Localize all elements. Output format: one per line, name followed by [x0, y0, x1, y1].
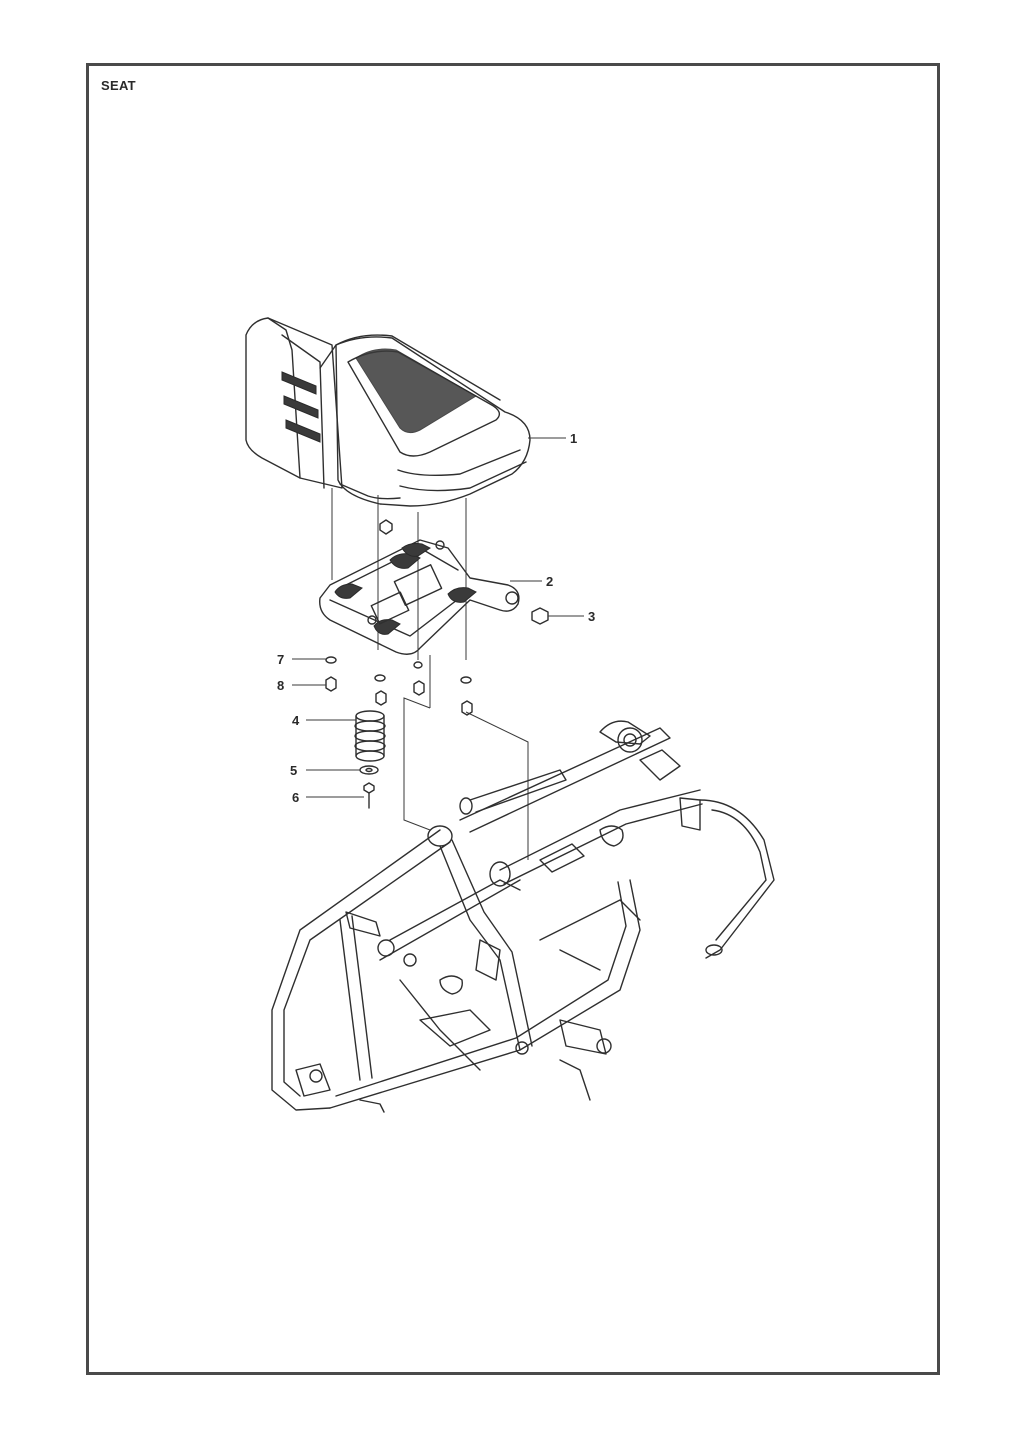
callout-numbers: 1 2 3 4 5 6 7 8	[277, 431, 595, 805]
seat-bracket-part	[319, 539, 520, 655]
page-title: SEAT	[101, 78, 136, 93]
callout-8: 8	[277, 678, 284, 693]
drawing-frame	[86, 63, 940, 1375]
callout-2: 2	[546, 574, 553, 589]
callout-4: 4	[292, 713, 300, 728]
callout-3: 3	[588, 609, 595, 624]
assembly-guide-lines	[331, 488, 529, 860]
callout-6: 6	[292, 790, 299, 805]
washer-part	[359, 765, 379, 775]
spring-part	[354, 710, 386, 762]
callout-7: 7	[277, 652, 284, 667]
fasteners	[325, 519, 549, 716]
vehicle-frame	[271, 720, 775, 1113]
screw-part	[363, 782, 375, 809]
leader-lines	[292, 437, 584, 798]
callout-1: 1	[570, 431, 577, 446]
callout-5: 5	[290, 763, 297, 778]
seat-part	[245, 317, 531, 507]
